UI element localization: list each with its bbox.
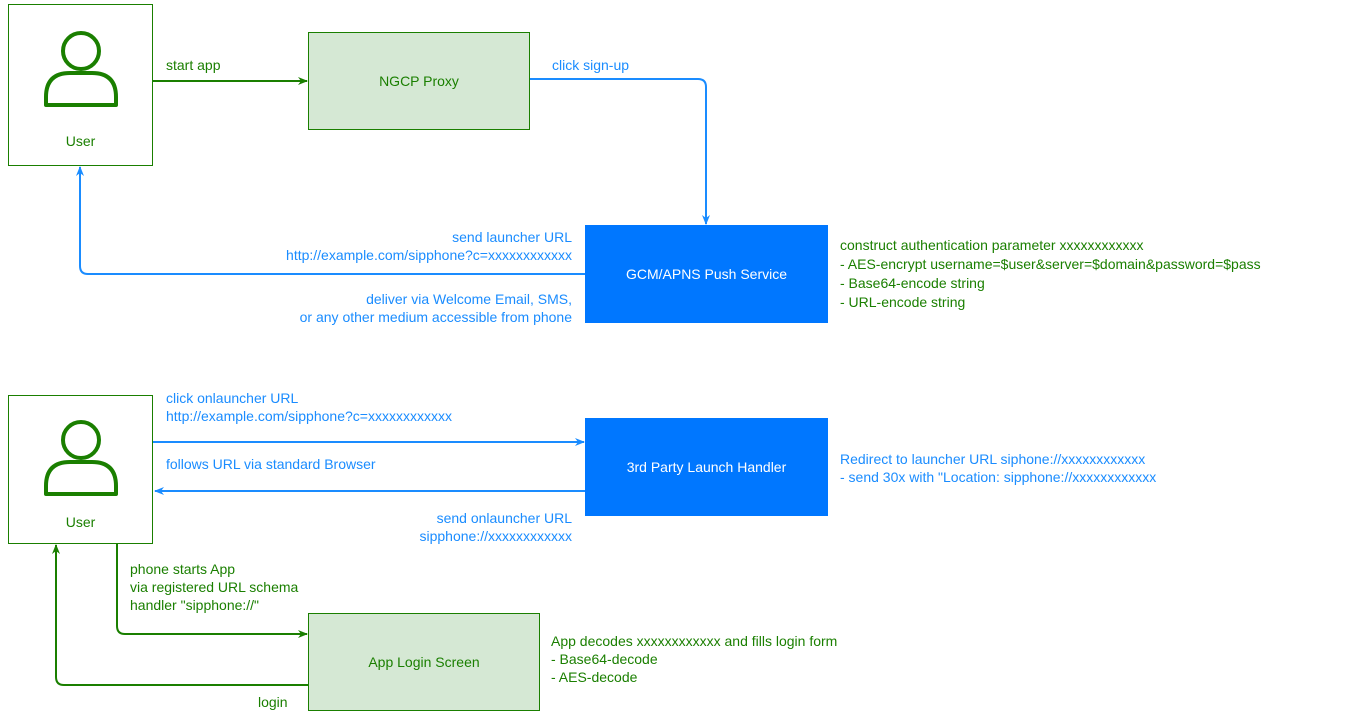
note-construct: construct authentication parameter xxxxx… bbox=[840, 237, 1261, 310]
edge-label-send-launcher: send launcher URL http://example.com/sip… bbox=[286, 229, 572, 263]
edge-label-follows-url: follows URL via standard Browser bbox=[166, 456, 376, 472]
edge-label-phone-starts: phone starts App via registered URL sche… bbox=[130, 561, 299, 613]
user-label: User bbox=[65, 514, 96, 530]
edge-label-send-onlauncher: send onlauncher URL sipphone://xxxxxxxxx… bbox=[419, 510, 573, 544]
push-service-node: GCM/APNS Push Service bbox=[585, 225, 828, 323]
app-login-node: App Login Screen bbox=[308, 613, 540, 711]
push-service-label: GCM/APNS Push Service bbox=[625, 266, 788, 282]
edge-login bbox=[52, 544, 308, 686]
edge-label-login: login bbox=[258, 694, 288, 710]
edge-label-start-app: start app bbox=[166, 57, 221, 73]
user-icon bbox=[44, 31, 118, 107]
app-login-label: App Login Screen bbox=[368, 654, 480, 670]
note-app-decodes: App decodes xxxxxxxxxxxx and fills login… bbox=[551, 633, 838, 685]
user-node-bottom: User bbox=[8, 395, 153, 544]
edge-send-launcher bbox=[76, 166, 585, 275]
note-redirect: Redirect to launcher URL siphone://xxxxx… bbox=[840, 451, 1157, 485]
launch-handler-node: 3rd Party Launch Handler bbox=[585, 418, 828, 516]
edge-phone-starts bbox=[116, 544, 308, 638]
user-node-top: User bbox=[8, 4, 153, 166]
launch-handler-label: 3rd Party Launch Handler bbox=[626, 459, 787, 475]
user-icon bbox=[44, 420, 118, 496]
edge-label-click-signup: click sign-up bbox=[552, 57, 630, 73]
edge-click-signup bbox=[530, 78, 710, 225]
ngcp-proxy-label: NGCP Proxy bbox=[379, 73, 459, 89]
edge-label-deliver: deliver via Welcome Email, SMS, or any o… bbox=[299, 291, 572, 325]
edge-label-click-onlauncher: click onlauncher URL http://example.com/… bbox=[166, 390, 452, 424]
user-label: User bbox=[65, 133, 96, 149]
ngcp-proxy-node: NGCP Proxy bbox=[308, 32, 530, 130]
